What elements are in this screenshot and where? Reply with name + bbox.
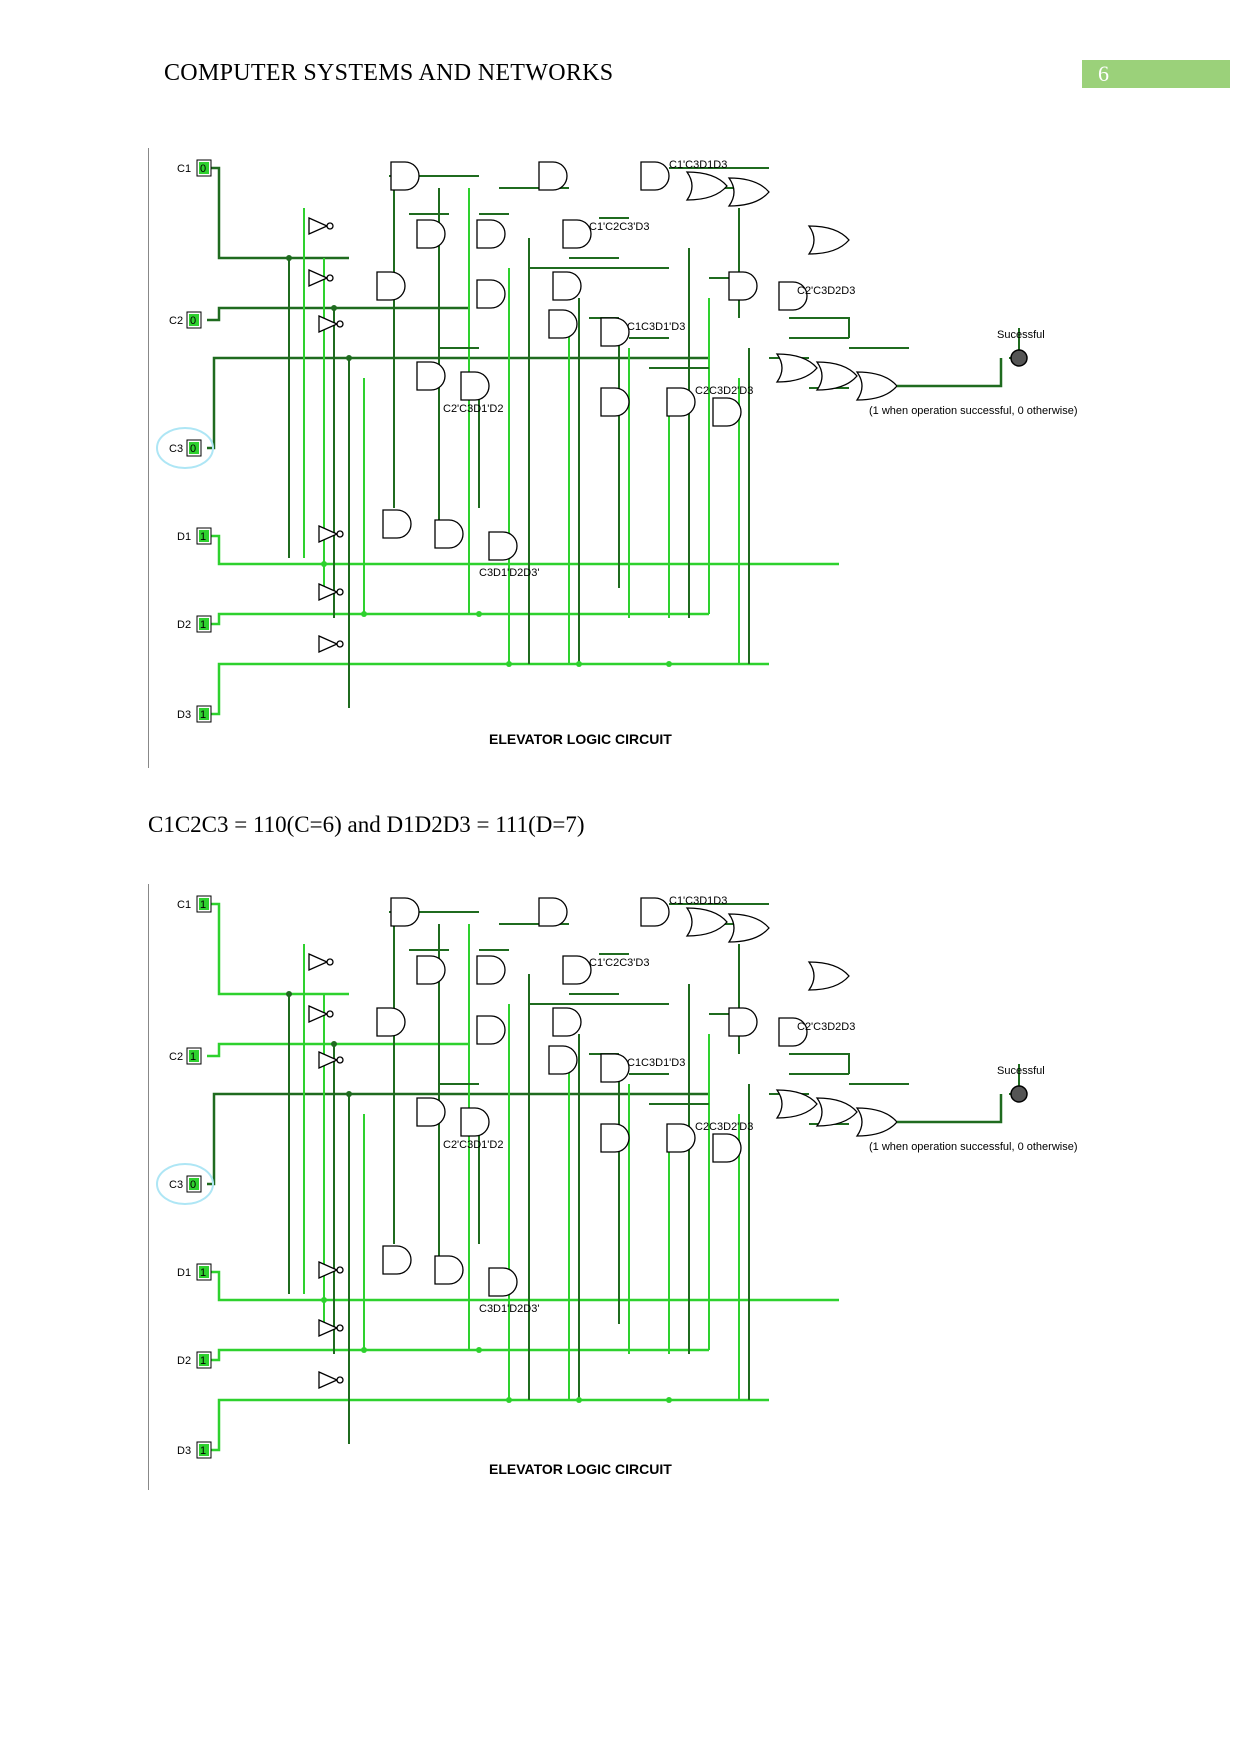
figure-title: ELEVATOR LOGIC CIRCUIT (489, 1461, 672, 1477)
term-label: C2'C3D1'D2 (443, 403, 503, 415)
and-gates (376, 161, 808, 561)
output-label: Sucessful (997, 329, 1045, 341)
and-gates (376, 897, 808, 1297)
wires (207, 902, 1020, 1452)
input-labels: C1 1 C2 1 C3 0 D1 1 D2 1 D3 1 (169, 899, 206, 1457)
input-label-c2: C2 (169, 1051, 183, 1063)
input-pins (156, 159, 214, 723)
term-label: C1'C2C3'D3 (589, 221, 649, 233)
term-label: C2C3D2'D3 (695, 385, 753, 397)
not-gates (308, 216, 344, 654)
output-led (1010, 349, 1028, 367)
input-label-d3: D3 (177, 1445, 191, 1457)
term-labels: C1'C3D1D3 C1'C2C3'D3 C2'C3D2D3 C1C3D1'D3… (443, 159, 1078, 747)
input-label-d2: D2 (177, 1355, 191, 1367)
or-gates (685, 907, 898, 1137)
output-label: Sucessful (997, 1065, 1045, 1077)
input-label-c3: C3 (169, 1179, 183, 1191)
circuit-diagram-2: C1 1 C2 1 C3 0 D1 1 D2 1 D3 1 C1'C3D1D3 … (156, 895, 1078, 1477)
not-gates (308, 952, 344, 1390)
circuit-diagram-1: C1 0 C2 0 C3 0 D1 1 D2 1 D3 1 C1'C3D1D3 … (156, 159, 1078, 747)
term-labels: C1'C3D1D3 C1'C2C3'D3 C2'C3D2D3 C1C3D1'D3… (443, 895, 1078, 1477)
input-label-c3: C3 (169, 443, 183, 455)
output-note: (1 when operation successful, 0 otherwis… (869, 405, 1078, 417)
circuit-figure-2: C1 1 C2 1 C3 0 D1 1 D2 1 D3 1 C1'C3D1D3 … (148, 884, 1109, 1490)
term-label: C1C3D1'D3 (627, 321, 685, 333)
input-label-c1: C1 (177, 899, 191, 911)
term-label: C2'C3D2D3 (797, 1021, 855, 1033)
or-gates (685, 171, 898, 401)
input-value-c3: 0 (190, 1179, 196, 1191)
term-label: C1'C3D1D3 (669, 895, 727, 907)
input-value-d3: 1 (200, 709, 206, 721)
output-note: (1 when operation successful, 0 otherwis… (869, 1141, 1078, 1153)
term-label: C1C3D1'D3 (627, 1057, 685, 1069)
term-label: C1'C3D1D3 (669, 159, 727, 171)
term-label: C3D1'D2D3' (479, 567, 539, 579)
input-pins (156, 895, 214, 1459)
input-value-c1: 1 (200, 899, 206, 911)
circuit-figure-1: C1 0 C2 0 C3 0 D1 1 D2 1 D3 1 C1'C3D1D3 … (148, 148, 1109, 768)
input-label-d3: D3 (177, 709, 191, 721)
input-value-c3: 0 (190, 443, 196, 455)
page-number: 6 (1082, 60, 1230, 88)
term-label: C1'C2C3'D3 (589, 957, 649, 969)
input-value-c2: 1 (190, 1051, 196, 1063)
term-label: C2'C3D1'D2 (443, 1139, 503, 1151)
running-header-title: COMPUTER SYSTEMS AND NETWORKS (164, 60, 614, 86)
term-label: C3D1'D2D3' (479, 1303, 539, 1315)
input-value-d2: 1 (200, 619, 206, 631)
input-value-d3: 1 (200, 1445, 206, 1457)
input-label-d1: D1 (177, 1267, 191, 1279)
figure-title: ELEVATOR LOGIC CIRCUIT (489, 731, 672, 747)
input-value-c2: 0 (190, 315, 196, 327)
input-label-d1: D1 (177, 531, 191, 543)
input-value-d2: 1 (200, 1355, 206, 1367)
wires (207, 166, 1020, 716)
input-label-c1: C1 (177, 163, 191, 175)
input-value-c1: 0 (200, 163, 206, 175)
input-label-c2: C2 (169, 315, 183, 327)
term-label: C2'C3D2D3 (797, 285, 855, 297)
input-value-d1: 1 (200, 531, 206, 543)
term-label: C2C3D2'D3 (695, 1121, 753, 1133)
input-labels: C1 0 C2 0 C3 0 D1 1 D2 1 D3 1 (169, 163, 206, 721)
caption: C1C2C3 = 110(C=6) and D1D2D3 = 111(D=7) (148, 812, 585, 837)
input-value-d1: 1 (200, 1267, 206, 1279)
input-label-d2: D2 (177, 619, 191, 631)
output-led (1010, 1085, 1028, 1103)
